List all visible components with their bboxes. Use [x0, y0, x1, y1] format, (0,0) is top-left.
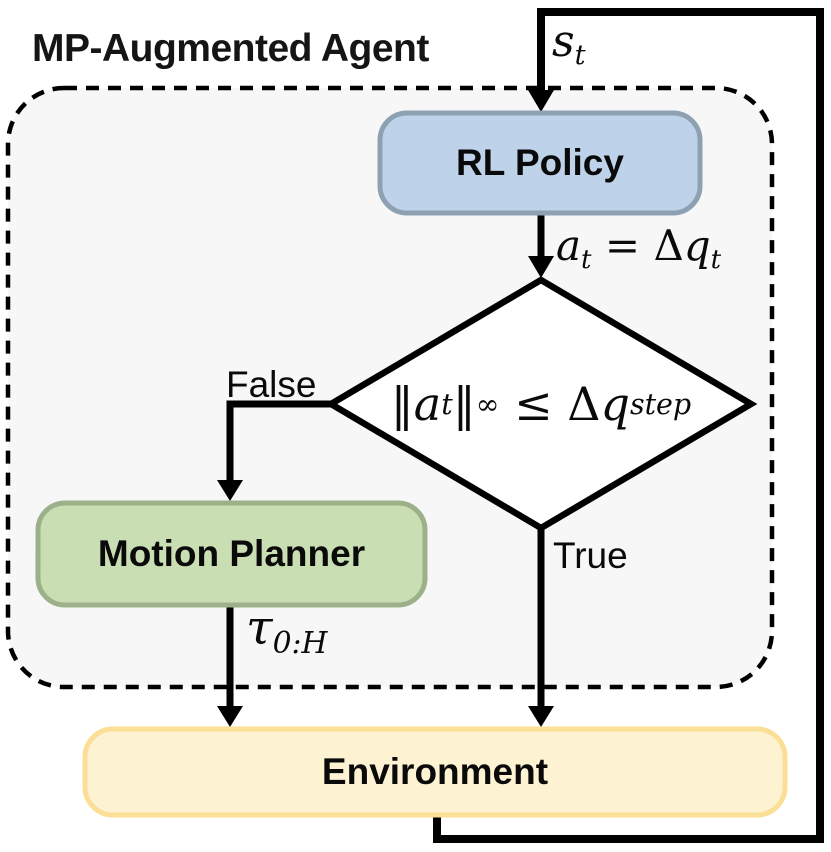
trajectory-label: τ0:H — [246, 600, 327, 661]
state-label: st — [552, 16, 586, 71]
action-sub1: t — [581, 244, 592, 275]
true-arrowhead-icon — [528, 706, 554, 727]
state-arrowhead-icon — [528, 90, 554, 112]
trajectory-var: τ — [246, 600, 273, 656]
rl-policy-node — [377, 110, 703, 216]
cond-sub2: step — [629, 387, 692, 421]
action-equals: = — [604, 221, 641, 270]
environment-label: Environment — [321, 751, 549, 792]
trajectory-arrowhead-icon — [217, 706, 243, 727]
cond-normsub: ∞ — [475, 387, 500, 421]
state-var: s — [552, 16, 575, 67]
motion-planner-label: Motion Planner — [97, 533, 366, 574]
diagram-title: MP-Augmented Agent — [32, 27, 429, 70]
cond-relation: ≤ — [514, 377, 553, 431]
false-arrowhead-icon — [217, 480, 243, 501]
rl-policy-label: RL Policy — [456, 142, 624, 183]
cond-rbar: ‖ — [452, 377, 476, 431]
action-label: at = Δqt — [556, 221, 721, 275]
feedback-loop-edge — [433, 8, 824, 843]
false-branch-label: False — [226, 364, 317, 405]
trajectory-sub: 0:H — [272, 625, 328, 661]
false-branch-edge — [226, 400, 334, 482]
state-sub: t — [574, 40, 586, 72]
motion-planner-node — [35, 500, 428, 608]
true-branch-label: True — [553, 535, 628, 576]
cond-var1: a — [413, 377, 442, 431]
action-arrowhead-icon — [528, 256, 554, 278]
cond-lbar: ‖ — [390, 377, 414, 431]
cond-delta: Δ — [567, 377, 601, 431]
action-var2: q — [683, 221, 711, 270]
action-delta: Δ — [653, 221, 684, 270]
action-sub2: t — [710, 244, 722, 275]
cond-var2: q — [600, 377, 630, 431]
action-var1: a — [556, 221, 582, 270]
cond-sub1: t — [441, 387, 453, 421]
decision-diamond — [324, 276, 758, 532]
environment-node — [82, 726, 788, 818]
